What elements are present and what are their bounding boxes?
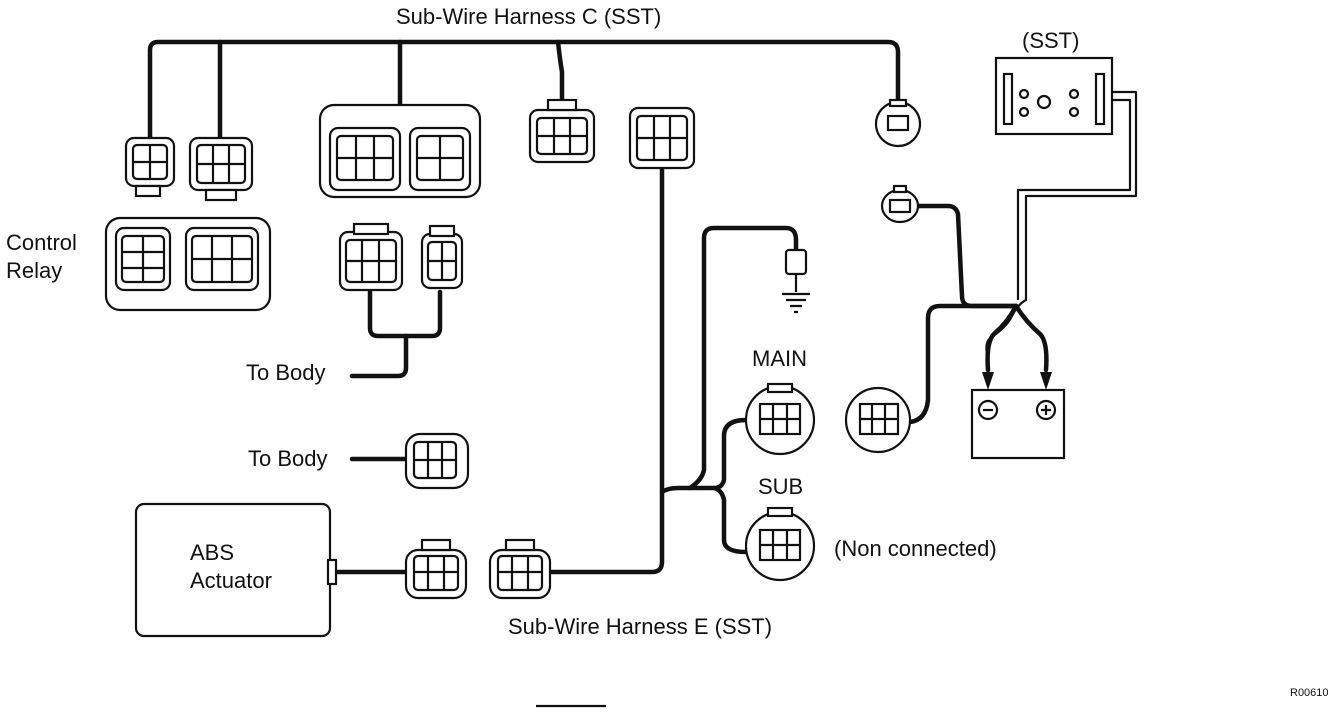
main-label: MAIN bbox=[752, 346, 807, 371]
figure-code: R00610 bbox=[1290, 687, 1329, 699]
to-body-connector-2 bbox=[420, 224, 464, 290]
control-relay bbox=[104, 216, 272, 312]
control-relay-label-1: Control bbox=[6, 230, 77, 255]
battery-neg-wire bbox=[985, 303, 1019, 373]
battery-pos-wire bbox=[1013, 303, 1049, 373]
to-body-lower-connector bbox=[404, 432, 470, 490]
main-mate-connector bbox=[844, 386, 912, 454]
harness-e-connector-1 bbox=[404, 538, 468, 600]
sst-box-wire-2 bbox=[1016, 98, 1132, 300]
harness-e-label: Sub-Wire Harness E (SST) bbox=[508, 614, 772, 639]
harness-c-round-connector bbox=[874, 98, 922, 148]
abs-label-2: Actuator bbox=[190, 568, 272, 593]
harness-c-drop-4 bbox=[555, 39, 565, 103]
to-body-lower-label: To Body bbox=[248, 446, 328, 471]
abs-actuator bbox=[134, 502, 338, 638]
upper-round-connector-wire bbox=[913, 203, 1019, 309]
harness-c-connector-2 bbox=[628, 106, 696, 170]
sst-label: (SST) bbox=[1022, 28, 1079, 53]
harness-e-to-sub bbox=[711, 485, 749, 555]
abs-label-1: ABS bbox=[190, 540, 234, 565]
harness-c-connector-1 bbox=[528, 98, 596, 164]
sst-device bbox=[994, 56, 1114, 136]
connector-center-group bbox=[318, 103, 482, 199]
to-body-upper-wire bbox=[367, 289, 443, 339]
main-mate-wire bbox=[907, 303, 1019, 425]
harness-c-label: Sub-Wire Harness C (SST) bbox=[396, 4, 661, 29]
harness-e-main-wire bbox=[545, 165, 665, 575]
connector-left-2 bbox=[188, 136, 254, 202]
control-relay-label-2: Relay bbox=[6, 258, 62, 283]
upper-round-connector bbox=[880, 184, 920, 224]
sub-connector bbox=[744, 506, 816, 582]
to-body-upper-label: To Body bbox=[246, 360, 326, 385]
harness-e-to-ground bbox=[687, 225, 799, 491]
harness-c-trunk bbox=[147, 39, 901, 141]
non-connected-label: (Non connected) bbox=[834, 536, 997, 561]
connector-left-1 bbox=[124, 136, 176, 198]
harness-e-connector-2 bbox=[488, 538, 552, 600]
ground-symbol-icon bbox=[782, 248, 810, 314]
harness-e-junction bbox=[659, 417, 749, 495]
wires bbox=[147, 39, 1138, 575]
to-body-connector-1 bbox=[338, 222, 404, 292]
to-body-upper-stem bbox=[349, 333, 409, 379]
main-connector bbox=[744, 382, 816, 456]
sub-label: SUB bbox=[758, 474, 803, 499]
battery bbox=[970, 372, 1066, 460]
